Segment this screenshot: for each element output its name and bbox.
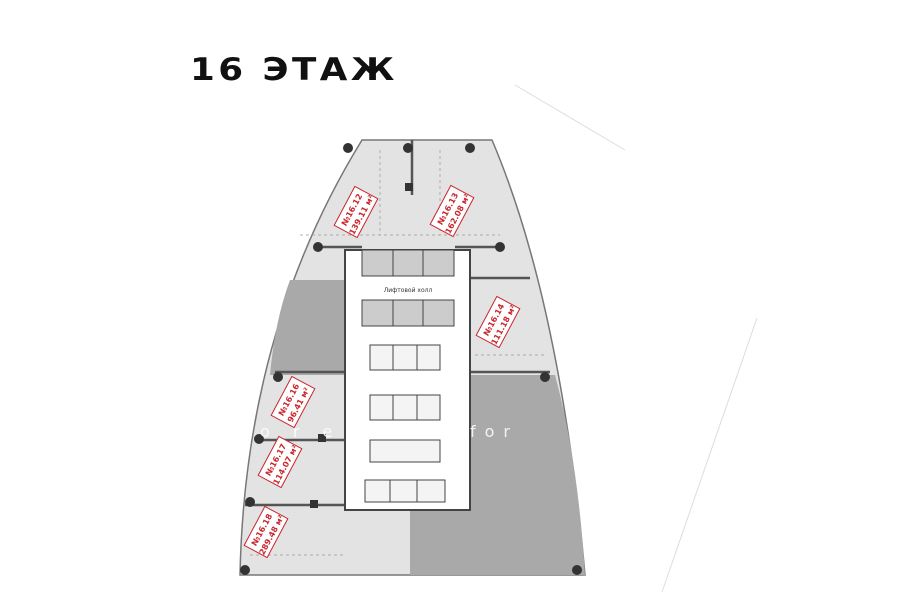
dimension-lines <box>250 150 545 556</box>
unit-unavailable <box>410 375 585 575</box>
watermark-left: o r e <box>260 422 341 441</box>
unit-unavailable <box>270 280 345 375</box>
guide-line <box>514 84 626 151</box>
floor-title: 16 ЭТАЖ <box>190 52 398 88</box>
walls <box>245 140 550 507</box>
watermark: for <box>470 422 519 441</box>
guide-line <box>661 317 758 593</box>
lobby-label: Лифтовой холл <box>384 287 433 294</box>
columns <box>240 143 582 575</box>
building-core: Лифтовой холл <box>344 249 471 511</box>
